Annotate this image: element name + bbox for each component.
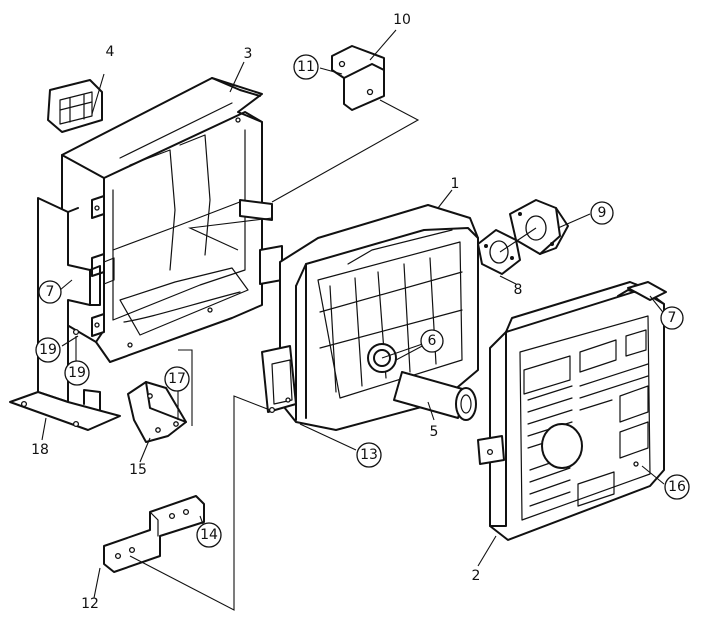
part-small-cover-plate [47, 79, 103, 133]
callout-19-lower-text: 19 [68, 365, 86, 381]
callout-15-text: 15 [129, 462, 147, 478]
callout-labels: 1 2 3 4 5 6 7 7 8 9 10 11 12 13 14 15 16… [31, 12, 690, 612]
callout-11-text: 11 [297, 59, 315, 75]
callout-16-text: 16 [668, 479, 686, 495]
callout-1-text: 1 [451, 176, 460, 192]
callout-17-text: 17 [168, 371, 186, 387]
callout-10-text: 10 [393, 12, 411, 28]
callout-19-upper: 19 [35, 337, 61, 363]
callout-4-text: 4 [106, 44, 115, 60]
callout-7-right: 7 [660, 306, 684, 330]
callout-19-upper-text: 19 [39, 342, 57, 358]
part-mounting-tab [127, 381, 187, 443]
part-front-cover [477, 281, 667, 541]
callout-5-text: 5 [430, 424, 439, 440]
callout-4: 4 [106, 44, 115, 60]
callout-8: 8 [514, 282, 523, 298]
part-heat-shield-housing [61, 77, 283, 363]
callout-2-text: 2 [472, 568, 481, 584]
callout-7-left: 7 [38, 280, 62, 304]
callout-19-lower: 19 [64, 360, 90, 386]
callout-5: 5 [430, 424, 439, 440]
callout-17: 17 [164, 366, 190, 392]
callout-10: 10 [393, 12, 411, 28]
callout-9-text: 9 [598, 205, 607, 221]
callout-18-text: 18 [31, 442, 49, 458]
part-gasket [477, 229, 521, 275]
part-exhaust-pipe [393, 371, 477, 421]
callout-14: 14 [196, 522, 222, 548]
part-muffler-body [261, 204, 479, 431]
callout-6-text: 6 [428, 333, 437, 349]
callout-7-right-text: 7 [668, 310, 677, 326]
part-stay-plate [103, 495, 205, 573]
part-exhaust-flange [509, 199, 569, 255]
callout-3-text: 3 [244, 46, 253, 62]
callout-8-text: 8 [514, 282, 523, 298]
callout-15: 15 [129, 462, 147, 478]
callout-1: 1 [451, 176, 460, 192]
callout-13-text: 13 [360, 447, 378, 463]
callout-14-text: 14 [200, 527, 218, 543]
callout-12: 12 [81, 596, 99, 612]
callout-7-left-text: 7 [46, 284, 55, 300]
callout-16: 16 [664, 474, 690, 500]
callout-9: 9 [590, 201, 614, 225]
callout-6: 6 [420, 329, 444, 353]
callout-12-text: 12 [81, 596, 99, 612]
callout-18: 18 [31, 442, 49, 458]
callout-13: 13 [356, 442, 382, 468]
callout-11: 11 [293, 54, 319, 80]
callout-2: 2 [472, 568, 481, 584]
callout-3: 3 [244, 46, 253, 62]
part-top-bracket [331, 45, 385, 111]
leader-lines [41, 29, 667, 611]
